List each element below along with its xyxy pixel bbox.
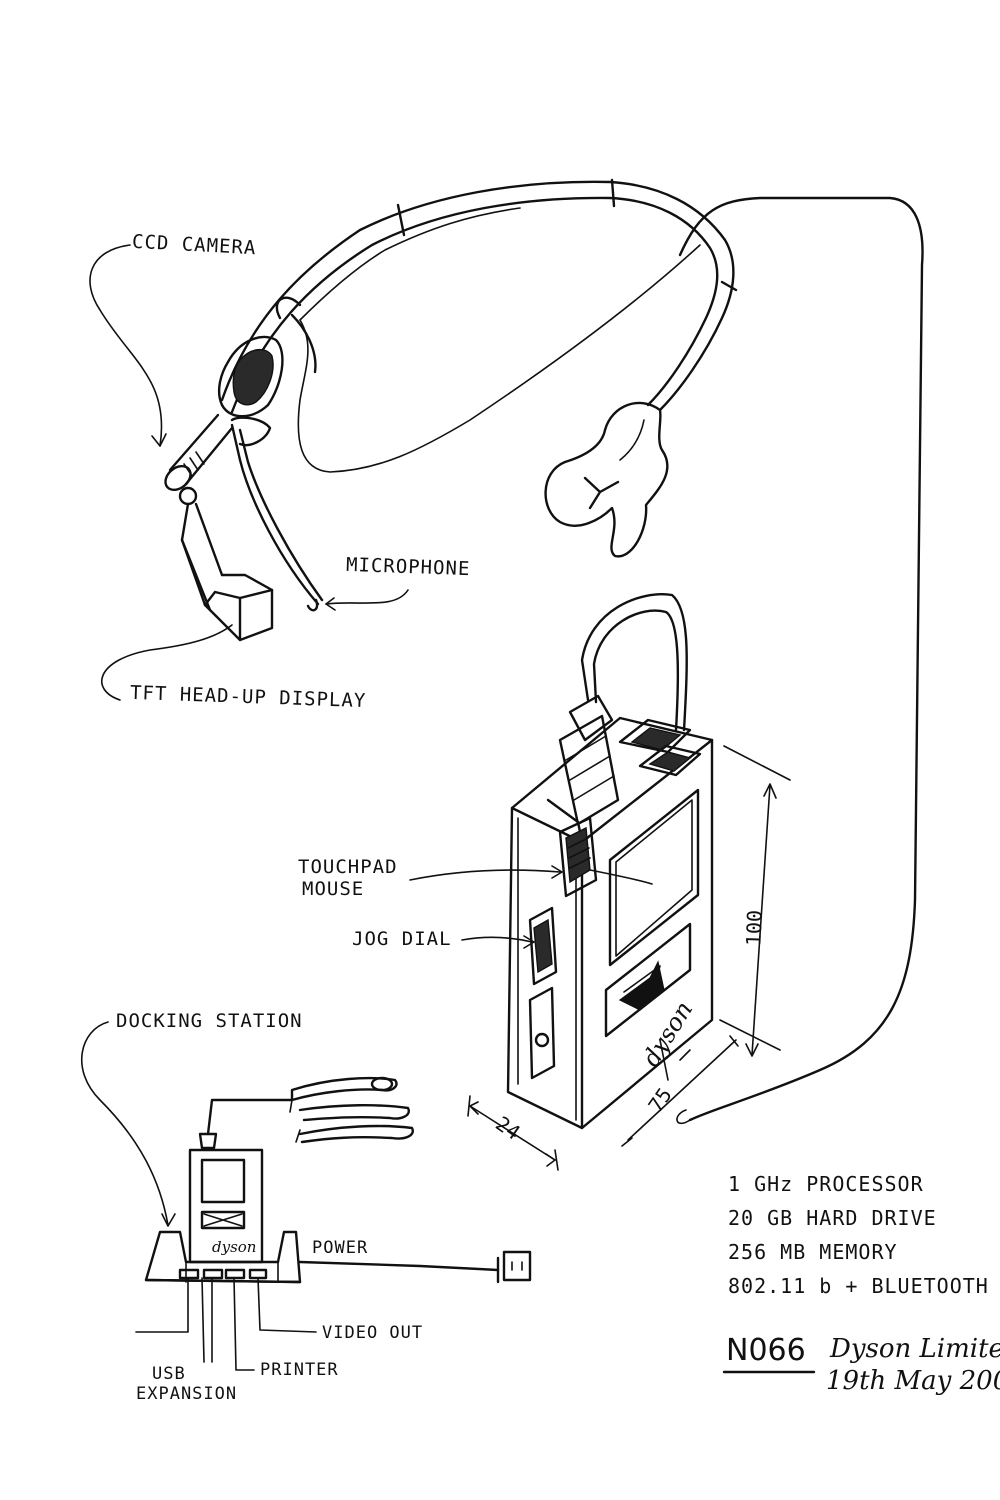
- video-out-label: VIDEO OUT: [322, 1323, 424, 1343]
- dock-logo: dyson: [212, 1238, 257, 1256]
- spec-line: 1 GHz PROCESSOR: [728, 1172, 924, 1196]
- sketch-date: 19th May 2003: [826, 1366, 1000, 1396]
- reference-number: N066: [726, 1333, 806, 1368]
- height-dimension-label: 100: [741, 909, 767, 947]
- jog-dial-label: JOG DIAL: [352, 928, 452, 950]
- docking-station: [135, 1076, 532, 1371]
- printer-label: PRINTER: [260, 1360, 339, 1380]
- usb-expansion-label-line2: EXPANSION: [136, 1384, 238, 1404]
- touchpad-mouse-label-line1: TOUCHPAD: [298, 856, 398, 878]
- spec-line: 20 GB HARD DRIVE: [728, 1206, 937, 1230]
- power-label: POWER: [312, 1238, 369, 1258]
- docking-station-label: DOCKING STATION: [116, 1010, 303, 1032]
- touchpad-mouse-label-line2: MOUSE: [302, 878, 365, 900]
- spec-line: 256 MB MEMORY: [728, 1240, 898, 1264]
- label-leaders: [81, 244, 653, 1227]
- main-device: [467, 593, 791, 1171]
- spec-line: 802.11 b + BLUETOOTH: [728, 1274, 989, 1298]
- usb-expansion-label-line1: USB: [152, 1364, 186, 1384]
- company-name: Dyson Limited: [830, 1334, 1000, 1364]
- microphone-label: MICROPHONE: [345, 553, 471, 581]
- headset: [164, 178, 924, 1125]
